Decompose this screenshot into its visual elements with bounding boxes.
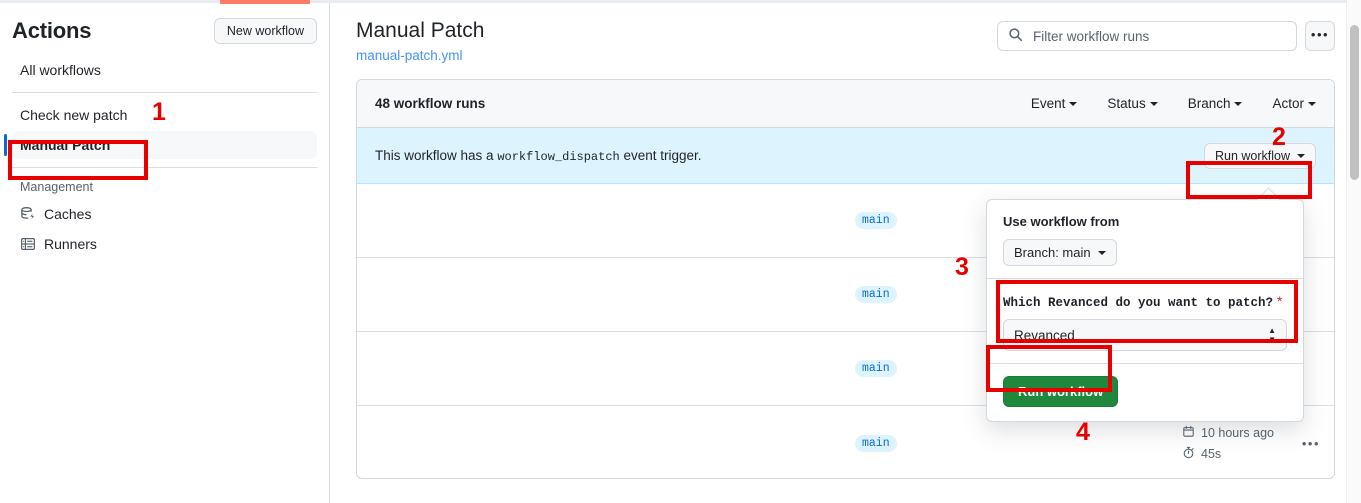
run-workflow-submit-button[interactable]: Run workflow [1003, 376, 1119, 407]
run-date: 10 hours ago [1182, 425, 1274, 441]
page-scrollbar[interactable] [1346, 0, 1361, 503]
sidebar-item-runners[interactable]: Runners [12, 230, 317, 258]
workflow-dispatch-notice: This workflow has a workflow_dispatch ev… [357, 128, 1334, 185]
chevron-down-icon [1097, 250, 1106, 255]
run-duration-text: 45s [1201, 446, 1222, 461]
workflow-runs-panel: 48 workflow runs Event Status Branch [356, 79, 1335, 480]
workflow-main: Manual Patch manual-patch.yml ••• [330, 0, 1361, 503]
sidebar-item-check-new-patch[interactable]: Check new patch [12, 101, 317, 129]
popover-submit-section: Run workflow [987, 364, 1303, 421]
popover-input-section: Which Revanced do you want to patch? * R… [987, 279, 1303, 364]
page-load-progress-bar [220, 0, 310, 4]
revanced-select[interactable]: Revanced ▲▼ [1003, 319, 1287, 351]
dispatch-suffix: event trigger. [623, 147, 702, 163]
run-branch-badge: main [855, 212, 897, 230]
workflow-input-label-row: Which Revanced do you want to patch? * [1003, 293, 1287, 310]
dispatch-prefix: This workflow has a [375, 147, 494, 163]
select-updown-icon: ▲▼ [1268, 326, 1276, 344]
run-branch-badge: main [855, 434, 897, 452]
popover-branch-section: Use workflow from Branch: main [987, 200, 1303, 279]
sidebar-item-label: Manual Patch [20, 137, 111, 153]
table-row[interactable]: main [357, 258, 1334, 333]
search-input[interactable] [1031, 27, 1286, 45]
sidebar-item-label: Check new patch [20, 107, 128, 123]
sidebar-item-all-workflows[interactable]: All workflows [12, 56, 317, 84]
filter-event[interactable]: Event [1031, 96, 1078, 111]
runs-filters: Event Status Branch Actor [1031, 96, 1316, 111]
revanced-select-value: Revanced [1014, 327, 1075, 343]
chevron-down-icon [1069, 101, 1078, 106]
filter-status-label: Status [1107, 96, 1146, 112]
required-asterisk: * [1276, 293, 1283, 309]
actions-sidebar: Actions New workflow All workflows Check… [0, 0, 330, 503]
workflow-file-link[interactable]: manual-patch.yml [356, 48, 463, 64]
row-more-options-button[interactable]: ••• [1301, 435, 1320, 451]
calendar-icon [1182, 425, 1195, 441]
chevron-down-icon [1297, 153, 1305, 158]
sidebar-item-label: Runners [44, 236, 97, 252]
sidebar-item-label: All workflows [20, 62, 101, 78]
page-title: Actions [12, 18, 92, 43]
dispatch-notice-text: This workflow has a workflow_dispatch ev… [375, 148, 702, 164]
run-duration: 45s [1182, 446, 1274, 462]
top-hairline [0, 0, 1361, 3]
runs-toolbar: 48 workflow runs Event Status Branch [357, 80, 1334, 129]
sidebar-item-manual-patch[interactable]: Manual Patch [4, 131, 317, 159]
sidebar-group-management: Management [20, 180, 93, 194]
runs-count-label: 48 workflow runs [375, 96, 486, 112]
table-row[interactable]: main 10 hours ago [357, 406, 1334, 478]
workflow-header: Manual Patch manual-patch.yml ••• [356, 0, 1335, 63]
sidebar-item-label: Caches [44, 206, 92, 222]
run-workflow-popover: Use workflow from Branch: main Which Rev… [986, 199, 1304, 422]
filter-actor[interactable]: Actor [1272, 96, 1316, 111]
dispatch-event-code: workflow_dispatch [497, 149, 620, 164]
cache-database-icon [20, 206, 36, 222]
chevron-down-icon [1234, 101, 1243, 106]
filter-workflow-runs-box[interactable] [997, 21, 1297, 51]
workflow-input-label: Which Revanced do you want to patch? [1003, 296, 1274, 310]
server-rack-icon [20, 236, 36, 252]
stopwatch-icon [1182, 446, 1195, 462]
filter-branch-label: Branch [1187, 96, 1231, 112]
branch-selector-button[interactable]: Branch: main [1003, 239, 1117, 266]
filter-status[interactable]: Status [1107, 96, 1158, 112]
run-branch-badge: main [855, 360, 897, 378]
sidebar-header: Actions New workflow [12, 0, 317, 54]
workflow-title-block: Manual Patch manual-patch.yml [356, 18, 484, 63]
table-row[interactable]: main [357, 184, 1334, 259]
workflow-title: Manual Patch [356, 19, 485, 42]
filter-branch[interactable]: Branch [1188, 96, 1243, 111]
branch-selector-label: Branch: main [1014, 245, 1091, 260]
sidebar-divider-1 [12, 92, 317, 93]
sidebar-item-caches[interactable]: Caches [12, 200, 317, 228]
search-icon [1008, 27, 1023, 45]
run-branch-badge: main [855, 286, 897, 304]
run-workflow-dropdown-button[interactable]: Run workflow [1203, 142, 1316, 169]
filter-actor-label: Actor [1272, 96, 1304, 112]
chevron-down-icon [1308, 101, 1316, 106]
run-meta: 10 hours ago 45s [1182, 425, 1274, 462]
sidebar-divider-2 [12, 167, 317, 168]
filter-event-label: Event [1030, 96, 1066, 112]
new-workflow-button[interactable]: New workflow [213, 18, 317, 44]
header-actions: ••• [997, 18, 1335, 51]
header-more-options-button[interactable]: ••• [1305, 21, 1335, 51]
run-workflow-dropdown-label: Run workflow [1214, 148, 1290, 163]
run-date-text: 10 hours ago [1201, 425, 1274, 440]
page-scrollbar-thumb[interactable] [1350, 25, 1359, 180]
use-workflow-from-label: Use workflow from [1003, 214, 1120, 229]
chevron-down-icon [1149, 101, 1158, 106]
